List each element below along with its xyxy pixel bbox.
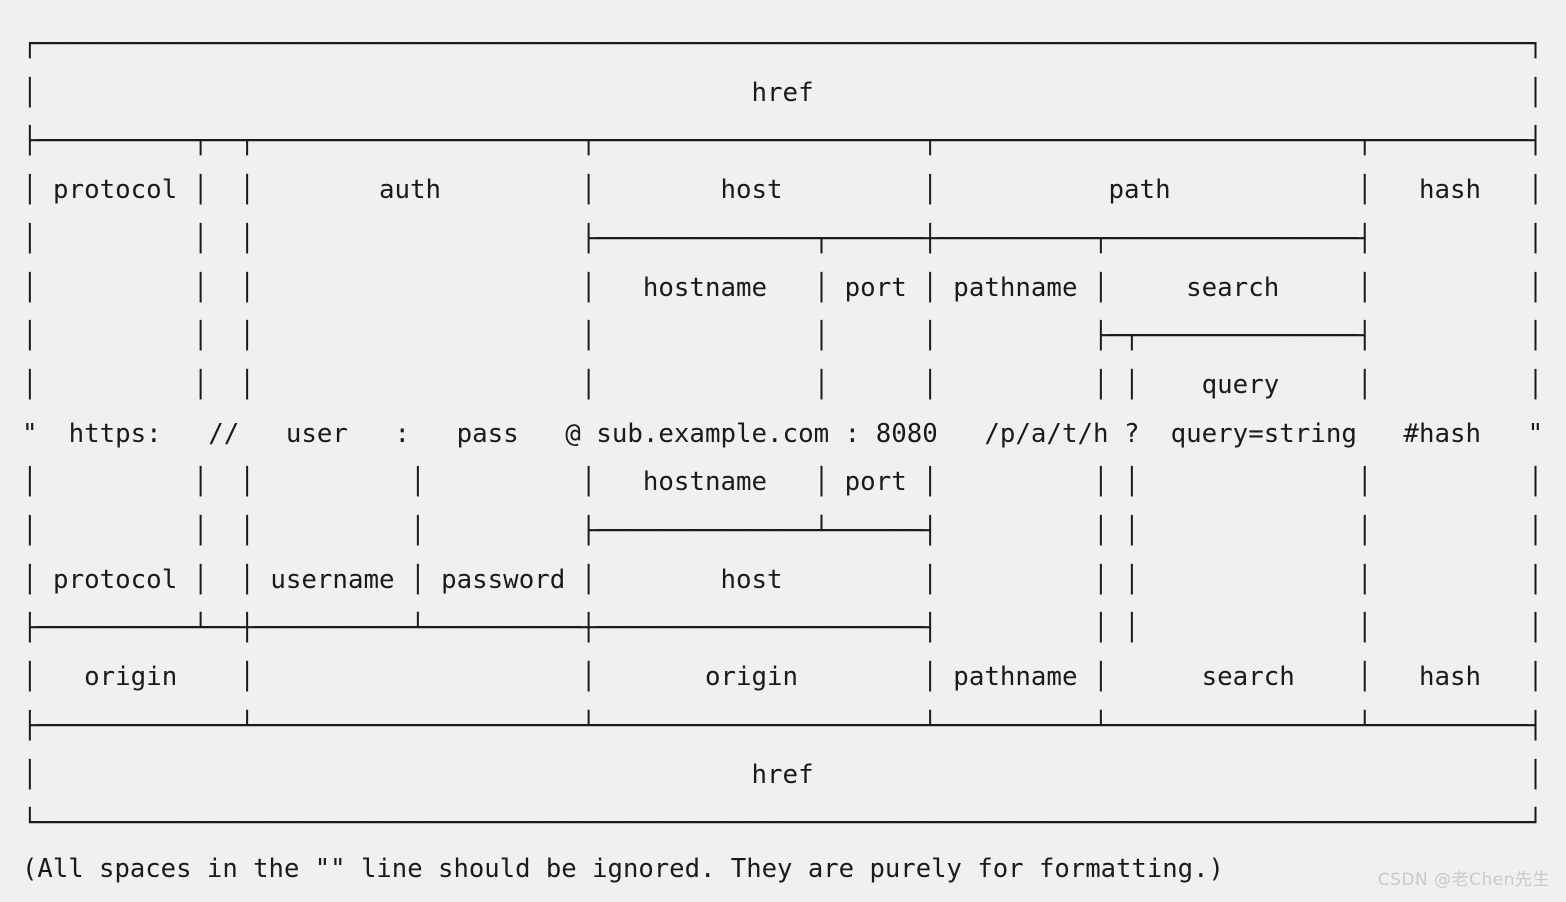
diagram-caption: (All spaces in the "" line should be ign… (22, 854, 1224, 884)
url-structure-ascii-art: ┌───────────────────────────────────────… (22, 29, 1544, 839)
csdn-watermark: CSDN @老Chen先生 (1377, 870, 1550, 890)
